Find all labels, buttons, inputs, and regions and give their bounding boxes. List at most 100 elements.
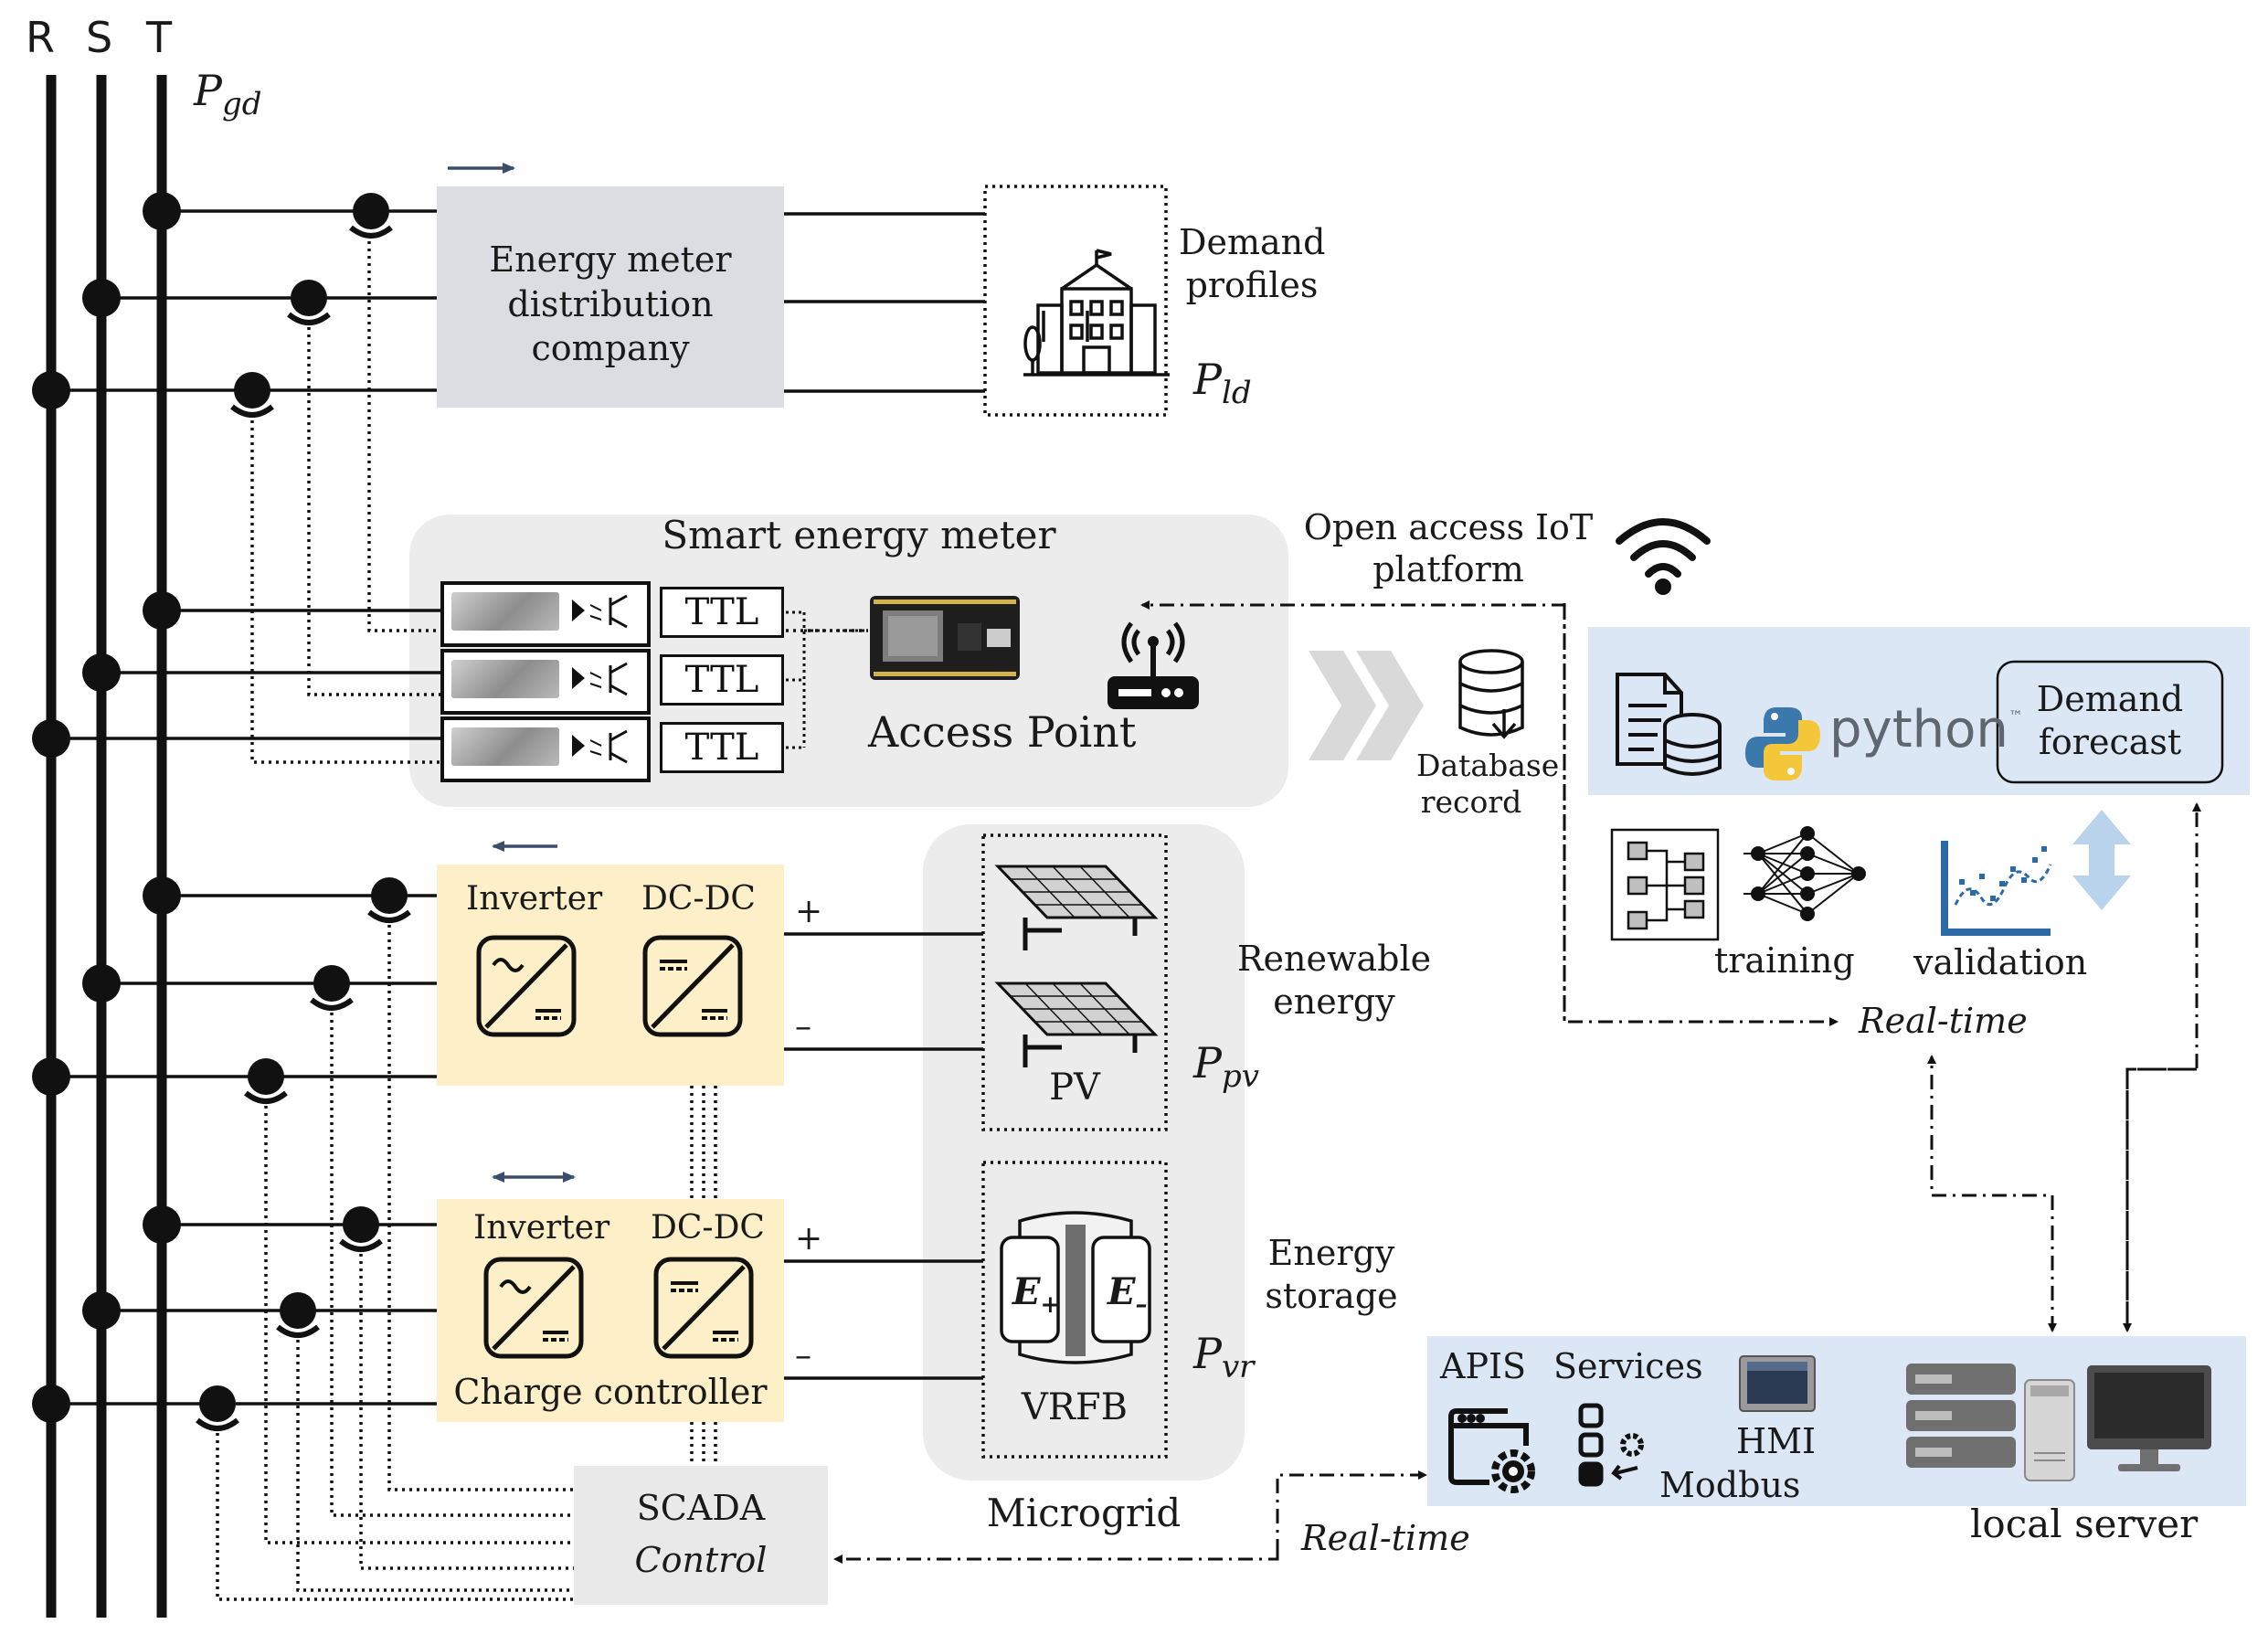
- pzem-board-icon: [451, 727, 559, 766]
- wifi-icon: [1616, 518, 1711, 595]
- storage-converter-box: [437, 1199, 784, 1422]
- optocoupler-icon: [572, 729, 628, 764]
- forecast-line1: Demand: [2036, 679, 2184, 719]
- pv-inverter-icon: [476, 935, 577, 1037]
- realtime-top-label: Real-time: [1859, 1001, 2028, 1041]
- p-vr-label: Pvr: [1193, 1329, 1254, 1385]
- pv-plus-label: +: [795, 893, 823, 930]
- pzem-board-icon: [451, 660, 559, 698]
- python-tm: ™: [2008, 707, 2023, 725]
- python-logo-icon: [1745, 707, 1820, 780]
- p-grid-sym: P: [194, 66, 222, 115]
- training-label: training: [1714, 940, 1855, 981]
- demand-line1: Demand: [1179, 222, 1326, 262]
- hmi-label: HMI: [1736, 1421, 1817, 1461]
- database-line2: record: [1420, 784, 1522, 821]
- storage-dcdc-icon: [653, 1257, 754, 1359]
- current-sensors: [196, 193, 411, 1431]
- renewable-energy-label: Renewable energy: [1234, 938, 1435, 1024]
- pv-minus-label: –: [795, 1008, 811, 1045]
- hmi-screen-icon: [1739, 1355, 1816, 1412]
- vrfb-dotted-box: [981, 1161, 1168, 1459]
- p-grid-label: Pgd: [194, 66, 262, 122]
- demand-profiles-label: Demand profiles: [1179, 221, 1325, 307]
- ttl-box-2: TTL: [660, 654, 784, 706]
- services-label: Services: [1553, 1346, 1703, 1386]
- p-load-sym: P: [1193, 355, 1222, 404]
- modbus-label: Modbus: [1659, 1465, 1801, 1505]
- p-load-label: Pld: [1193, 356, 1252, 410]
- server-tower-icon: [2024, 1379, 2075, 1481]
- database-icon: [1458, 649, 1524, 739]
- pv-dotted-box: [981, 833, 1168, 1131]
- p-pv-sub: pv: [1221, 1058, 1259, 1095]
- ttl-box-1: TTL: [660, 587, 784, 638]
- demand-forecast-box: [1996, 660, 2224, 784]
- iot-platform-label: Open access IoT platform: [1298, 506, 1599, 591]
- esp32-board-icon: [870, 596, 1020, 680]
- storage-minus-label: –: [795, 1337, 811, 1374]
- renewable-line1: Renewable: [1236, 939, 1432, 979]
- pv-dcdc-label: DC-DC: [641, 880, 756, 918]
- e-plus-sym: E: [1012, 1270, 1041, 1313]
- python-wordmark: python™: [1829, 700, 2023, 759]
- forecast-double-arrow: [2072, 810, 2131, 910]
- optocoupler-icon: [572, 594, 628, 629]
- pv-panel-icon-top: [994, 865, 1159, 950]
- vrfb-label: VRFB: [1021, 1386, 1129, 1428]
- phase-label-s: S: [86, 13, 113, 62]
- pv-inverter-label: Inverter: [466, 880, 603, 918]
- validation-label: validation: [1913, 942, 2088, 982]
- demand-forecast-label: Demand forecast: [1998, 678, 2222, 764]
- scada-line2: Control: [634, 1540, 768, 1580]
- p-pv-label: Ppv: [1193, 1038, 1259, 1095]
- charge-controller-label: Charge controller: [453, 1372, 768, 1412]
- p-grid-sub: gd: [221, 86, 262, 122]
- microgrid-label: Microgrid: [986, 1491, 1182, 1535]
- scada-line1: SCADA: [636, 1488, 766, 1528]
- iot-line1: Open access IoT: [1303, 507, 1594, 547]
- pv-label: PV: [1049, 1067, 1100, 1109]
- validation-chart-icon: [1941, 841, 2052, 936]
- storage-line1: Energy: [1267, 1233, 1395, 1273]
- pv-converter-box: [437, 865, 784, 1086]
- server-rack-icon: [1906, 1364, 2016, 1468]
- phase-label-r: R: [26, 13, 55, 62]
- document-database-icon: [1616, 673, 1722, 776]
- database-record-label: Database record: [1416, 748, 1560, 822]
- e-minus-sym: E: [1108, 1270, 1136, 1313]
- storage-line2: storage: [1265, 1276, 1398, 1317]
- signal-wires: [216, 234, 868, 1601]
- neural-network-icon: [1743, 826, 1866, 921]
- pzem-board-icon: [451, 592, 559, 631]
- forecast-line2: forecast: [2038, 722, 2182, 763]
- renewable-line2: energy: [1273, 982, 1395, 1023]
- storage-inverter-label: Inverter: [473, 1209, 610, 1247]
- energy-storage-label: Energy storage: [1245, 1232, 1418, 1318]
- sensor-module-2: [440, 649, 651, 715]
- scada-box: [574, 1466, 828, 1605]
- services-icon: [1578, 1403, 1644, 1487]
- apis-label: APIS: [1440, 1346, 1527, 1386]
- monitor-icon: [2087, 1365, 2211, 1471]
- e-plus-sub: +: [1040, 1291, 1061, 1319]
- database-line1: Database: [1416, 748, 1560, 783]
- pv-dcdc-icon: [642, 935, 743, 1037]
- energy-meter-label: Energy meter distribution company: [437, 238, 784, 371]
- p-pv-sym: P: [1193, 1038, 1222, 1088]
- phase-label-t: T: [146, 13, 173, 62]
- energy-meter-box: [437, 186, 784, 408]
- sensor-module-1: [440, 581, 651, 647]
- vrfb-battery-icon: [1000, 1211, 1151, 1364]
- iot-line2: platform: [1372, 549, 1524, 590]
- python-text: python: [1829, 700, 2008, 759]
- energy-meter-line3: company: [531, 328, 690, 369]
- storage-inverter-icon: [483, 1257, 584, 1359]
- local-server-label: local server: [1970, 1502, 2199, 1546]
- energy-meter-line1: Energy meter: [489, 239, 732, 280]
- chevron-arrow-icon: [1309, 651, 1424, 760]
- p-vr-sym: P: [1193, 1329, 1222, 1378]
- access-point-label: Access Point: [868, 707, 1137, 757]
